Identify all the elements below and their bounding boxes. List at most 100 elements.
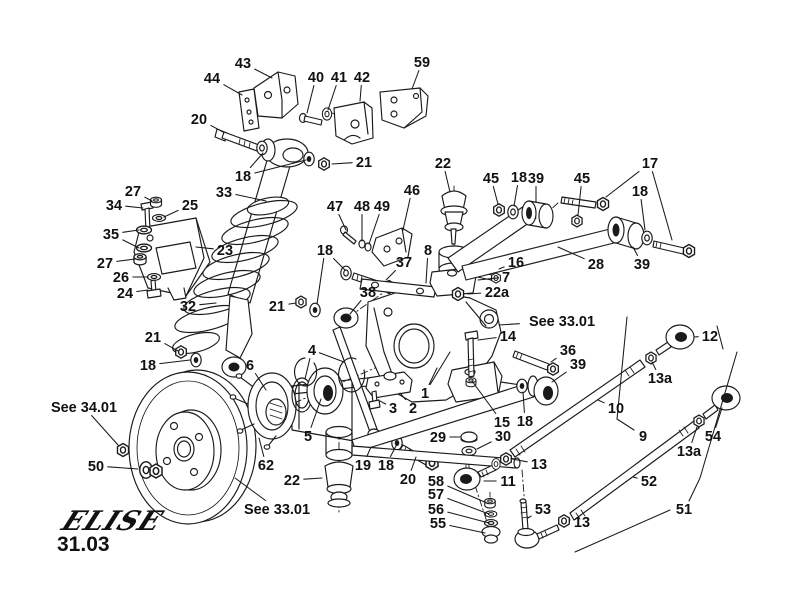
part-callout-45: 45 — [574, 171, 590, 187]
brake-disc-and-hub — [116, 357, 366, 525]
shock-absorber-and-spring — [172, 156, 298, 378]
part-callout-13a: 13a — [648, 371, 673, 387]
leader-line — [492, 185, 499, 205]
leader-line — [199, 302, 217, 306]
leader-line — [144, 196, 153, 202]
leader-line — [359, 84, 362, 102]
part-callout-26: 26 — [113, 270, 129, 286]
leader-line — [632, 246, 639, 257]
part-callout-32: 32 — [180, 299, 196, 315]
part-callout-39: 39 — [570, 357, 586, 373]
leader-line — [331, 162, 353, 165]
part-callout-28: 28 — [588, 257, 604, 273]
part-callout-22: 22 — [435, 156, 451, 172]
leader-line — [254, 372, 267, 391]
part-callout-see-33.01: See 33.01 — [244, 502, 310, 518]
leader-line — [254, 159, 307, 174]
leader-line — [91, 414, 119, 446]
part-callout-54: 54 — [705, 429, 721, 445]
leader-line — [306, 84, 315, 114]
part-callout-50: 50 — [88, 459, 104, 475]
leader-line — [632, 476, 638, 479]
leader-line — [402, 197, 411, 231]
toe-links — [453, 324, 741, 549]
part-callout-34: 34 — [106, 198, 122, 214]
leader-line — [513, 184, 519, 207]
leader-line — [522, 391, 525, 414]
leader-line — [651, 170, 673, 241]
part-callout-13: 13 — [531, 457, 547, 473]
part-callout-4: 4 — [308, 343, 316, 359]
part-callout-14: 14 — [500, 329, 516, 345]
leader-line — [288, 302, 297, 305]
part-callout-2: 2 — [409, 401, 417, 417]
part-callout-27: 27 — [97, 256, 113, 272]
part-callout-56: 56 — [428, 502, 444, 518]
leader-line — [116, 258, 136, 262]
brand-logo: ELISE — [56, 504, 169, 536]
part-callout-35: 35 — [103, 227, 119, 243]
group-brackets — [574, 316, 738, 553]
leader-line — [303, 477, 323, 480]
leader-line — [557, 246, 585, 260]
part-callout-29: 29 — [430, 430, 446, 446]
leader-line — [447, 485, 488, 504]
part-callout-25: 25 — [182, 198, 198, 214]
part-callout-45: 45 — [483, 171, 499, 187]
leader-line — [254, 68, 273, 79]
leader-line — [691, 426, 698, 444]
part-callout-18: 18 — [378, 458, 394, 474]
section-number: 31.03 — [57, 533, 110, 556]
leader-line — [327, 84, 337, 111]
part-callout-36: 36 — [560, 343, 576, 359]
upper-wishbone — [447, 196, 696, 281]
leader-line — [164, 343, 179, 352]
leader-line — [399, 392, 407, 401]
part-callout-43: 43 — [235, 56, 251, 72]
part-callout-46: 46 — [404, 183, 420, 199]
leader-line — [444, 170, 451, 193]
damper-mount-bracket — [133, 196, 211, 301]
leader-line — [511, 458, 528, 463]
leader-line — [551, 371, 567, 383]
part-callout-59: 59 — [414, 55, 430, 71]
leader-line — [122, 239, 140, 249]
part-callout-52: 52 — [641, 474, 657, 490]
leader-line — [467, 292, 482, 295]
part-callout-12: 12 — [702, 329, 718, 345]
leader-line — [640, 198, 646, 231]
part-callout-18: 18 — [140, 358, 156, 374]
leader-line — [498, 266, 505, 270]
top-mount-and-brackets — [214, 71, 429, 171]
part-callout-13a: 13a — [677, 444, 702, 460]
leader-line — [447, 511, 490, 524]
leader-line — [715, 407, 723, 429]
part-callout-6: 6 — [246, 358, 254, 374]
leader-line — [605, 170, 640, 198]
leader-line — [428, 367, 438, 386]
part-callout-see-34.01: See 34.01 — [51, 400, 117, 416]
leader-line — [122, 229, 140, 233]
part-callout-9: 9 — [639, 429, 647, 445]
leader-line — [411, 69, 420, 90]
part-callout-42: 42 — [354, 70, 370, 86]
lower-wishbone — [324, 350, 559, 508]
part-callout-1: 1 — [421, 386, 429, 402]
leader-line — [310, 398, 322, 429]
part-callout-57: 57 — [428, 487, 444, 503]
part-callout-33: 33 — [216, 185, 232, 201]
leader-line — [389, 445, 397, 458]
leader-line — [234, 477, 267, 502]
leader-line — [651, 361, 657, 371]
part-callout-17: 17 — [642, 156, 658, 172]
leader-line — [429, 351, 451, 386]
part-callout-3: 3 — [389, 401, 397, 417]
part-callout-39: 39 — [528, 171, 544, 187]
part-callout-10: 10 — [608, 401, 624, 417]
leader-line — [107, 466, 139, 470]
part-callout-48: 48 — [354, 199, 370, 215]
leader-line — [304, 357, 311, 380]
part-callout-18: 18 — [517, 414, 533, 430]
